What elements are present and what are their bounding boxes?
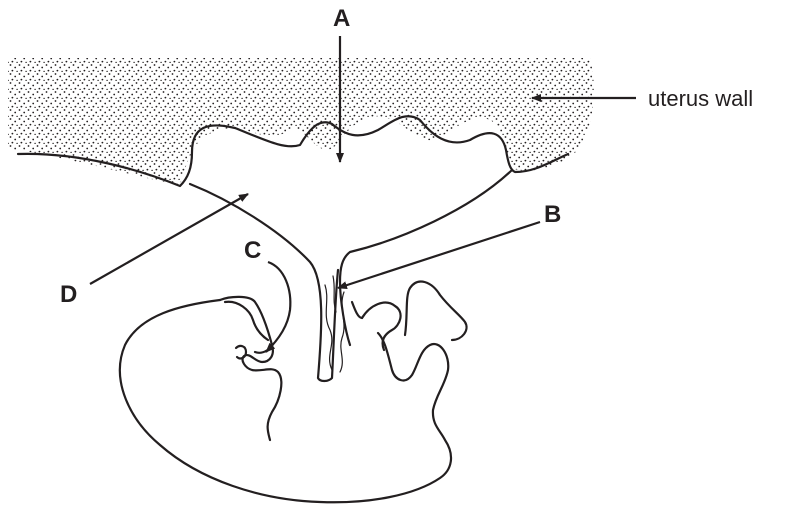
pointer-d: [90, 194, 248, 284]
cord-vessel: [325, 285, 332, 370]
embryo-body: [120, 300, 451, 502]
embryo-limb-bud: [362, 303, 401, 350]
embryo-limb-bud: [352, 302, 362, 318]
label-b: B: [544, 201, 561, 228]
embryo-limb-bud: [405, 282, 467, 340]
label-c: C: [244, 237, 261, 264]
label-uterus-wall: uterus wall: [648, 86, 753, 111]
umbilical-cord-right: [340, 170, 512, 345]
label-d: D: [60, 281, 77, 308]
pointer-b: [338, 222, 540, 288]
embryo-head: [220, 297, 281, 440]
embryo-face-feature: [225, 302, 268, 340]
embryo-ear: [236, 346, 246, 358]
label-a: A: [333, 5, 350, 32]
uterus-wall: [8, 58, 594, 185]
